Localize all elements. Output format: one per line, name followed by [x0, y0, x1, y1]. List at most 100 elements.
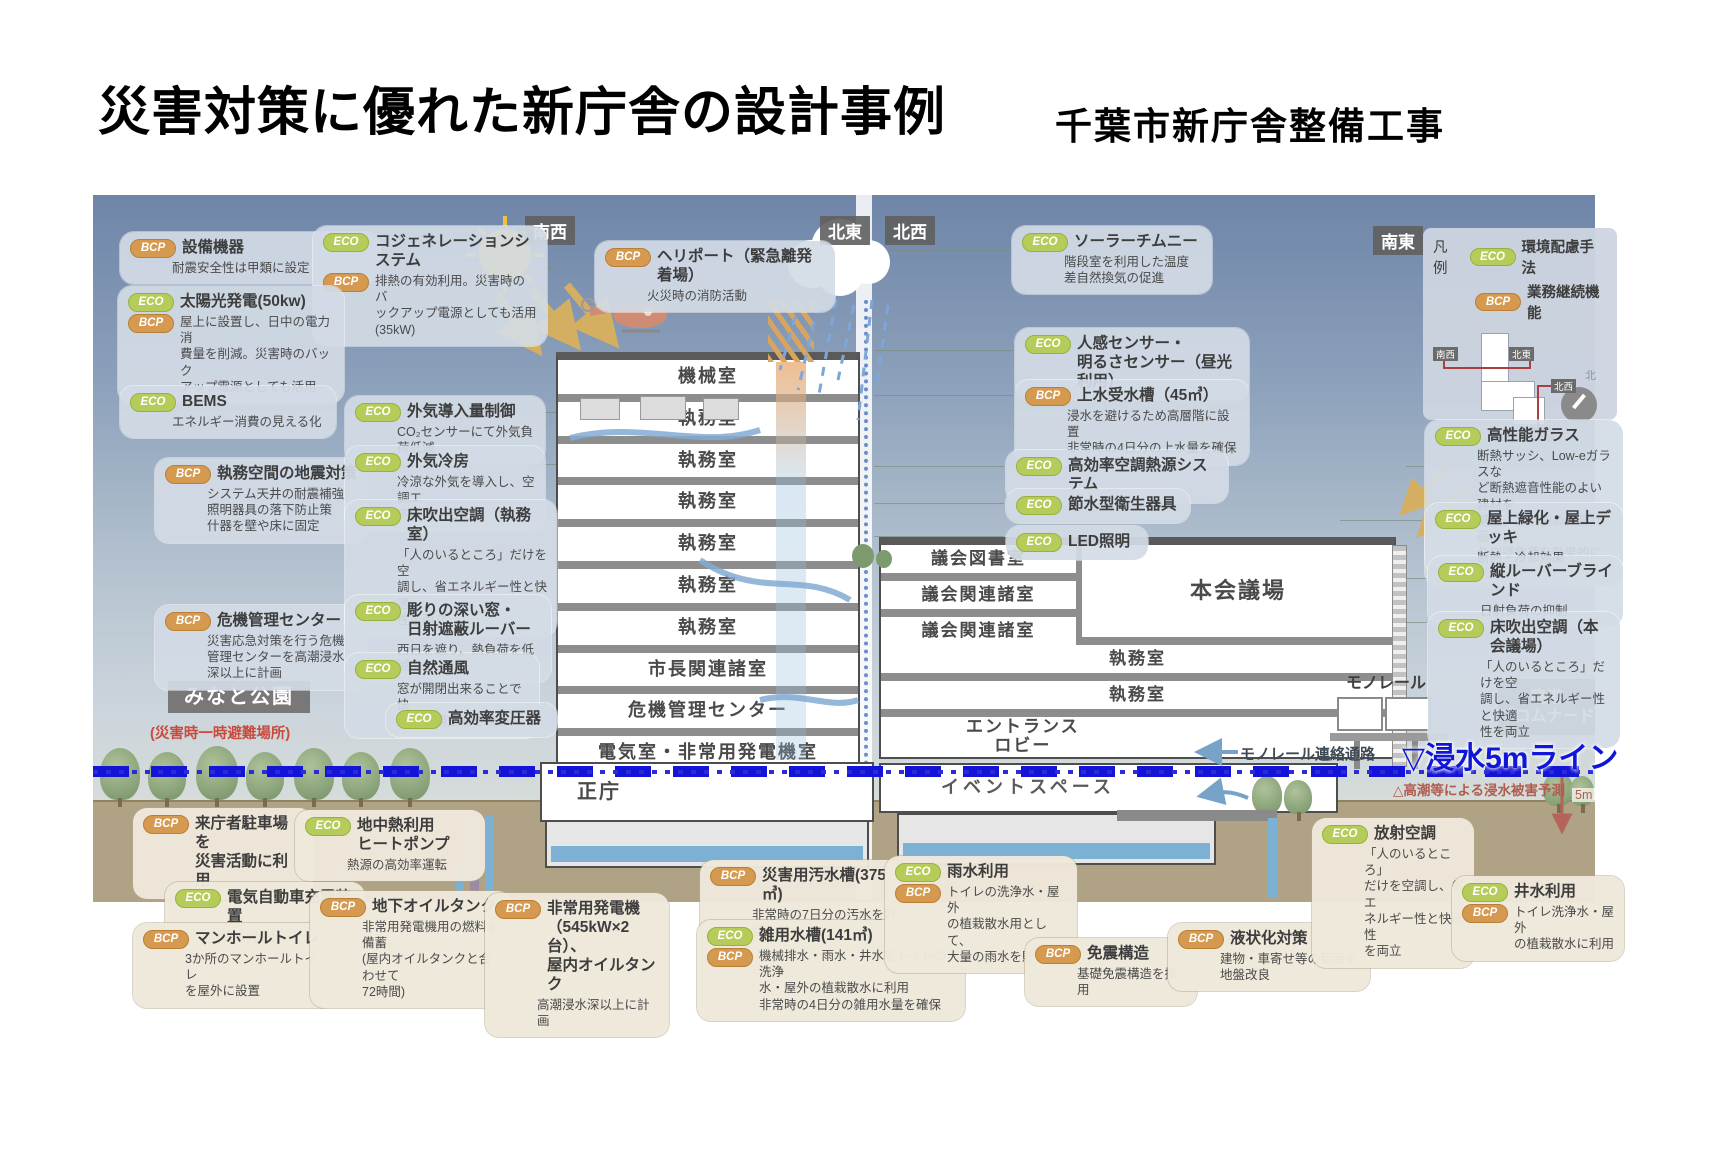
eco-badge: ECO [1469, 247, 1516, 267]
bcp-badge: BCP [895, 883, 941, 903]
annotation-body: 災害応急対策を行う危機 管理センターを高潮浸水 深以上に計画 [207, 633, 345, 681]
rooftop-equipment [640, 396, 686, 420]
eco-badge: ECO [1462, 883, 1508, 902]
annotation-title: 地中熱利用 ヒートポンプ [357, 817, 450, 853]
annotation-body: 「人のいるところ」 だけを空調し、省エ ネルギー性と快適性 を両立 [1364, 846, 1465, 959]
annotation-title: 井水利用 [1514, 883, 1577, 900]
eco-badge: ECO [1435, 510, 1481, 529]
direction-label-northeast: 北東 [820, 216, 870, 245]
right-building-section: 議会図書室議会関連諸室議会関連諸室 本会議場 執務室執務室エントランス ロビー [879, 537, 1396, 759]
eco-badge: ECO [355, 403, 401, 422]
monorail-corridor-label: モノレール連絡通路 [1240, 746, 1376, 763]
annotation-title: BEMS [182, 393, 227, 410]
eco-badge: ECO [707, 927, 753, 946]
eco-badge: ECO [355, 602, 401, 621]
tree-icon [1543, 772, 1573, 813]
floor-label: 電気室・非常用発電機室 [598, 742, 818, 763]
bcp-badge: BCP [143, 815, 189, 834]
eco-badge: ECO [305, 817, 351, 836]
annotation-title: 外気導入量制御 [407, 403, 516, 420]
monorail-label: モノレール [1346, 675, 1427, 692]
annotation-body: 排熱の有効利用。災害時のバ ックアップ電源としても活用 (35kW) [375, 273, 537, 337]
connector-line [874, 466, 1004, 467]
flood-line-label: ▽浸水5mライン [1402, 742, 1619, 775]
compass-icon [1561, 387, 1597, 423]
floor-label: 執務室 [678, 533, 738, 554]
annotation-body: トイレ洗浄水・屋外 の植栽散水に利用 [1514, 904, 1615, 952]
annotation-title: 自然通風 [407, 660, 470, 677]
connector-line [874, 250, 1010, 251]
atrium-shaft [776, 362, 806, 760]
eco-badge: ECO [1025, 335, 1071, 354]
eco-badge: ECO [1438, 619, 1484, 638]
floor-label: 議会関連諸室 [921, 620, 1036, 640]
minimap-label-sw: 南西 [1433, 347, 1459, 361]
annotation-title: 執務空間の地震対策 [217, 465, 357, 482]
floor-label: 執務室 [678, 616, 738, 637]
annotation-title: ソーラーチムニー [1074, 233, 1198, 250]
monorail-car [1337, 697, 1383, 731]
floor-row: 執務室 [558, 485, 858, 528]
eco-badge: ECO [128, 293, 174, 312]
floor-label: 執務室 [678, 449, 738, 470]
legend: 凡例 ECO 環境配慮手法 BCP 業務継続機能 南西 北東 北西 南東 北 [1423, 228, 1617, 441]
bcp-badge: BCP [165, 612, 211, 631]
annotation-title: 彫りの深い窓・ 日射遮蔽ルーバー [407, 602, 531, 638]
annotation-title: 来庁者駐車場を 災害活動に利用 [195, 815, 289, 889]
annotation-body: トイレの洗浄水・屋外 の植栽散水用として、 大量の雨水を貯留 [947, 884, 1060, 964]
bcp-badge: BCP [165, 465, 211, 484]
floor-label: 正庁 [577, 781, 621, 803]
annotation-title: 地下オイルタンク [372, 898, 497, 915]
rooftop-equipment [580, 398, 620, 420]
bcp-badge: BCP [1035, 945, 1081, 964]
floor-label: 本会議場 [1189, 577, 1286, 603]
direction-label-northwest: 北西 [885, 216, 935, 245]
eco-badge: ECO [355, 453, 401, 472]
floor-label: 危機管理センター [628, 700, 788, 721]
evacuation-site-note: (災害時一時避難場所) [150, 726, 291, 742]
bcp-badge: BCP [130, 239, 176, 258]
monorail-platform [1330, 733, 1448, 741]
north-label: 北 [1585, 370, 1596, 382]
eco-badge: ECO [175, 889, 221, 908]
floor-row: 議会関連諸室 [881, 581, 1076, 617]
floor-row: 危機管理センター [558, 694, 858, 737]
connector-line [874, 350, 1013, 351]
monorail-car [1385, 697, 1431, 731]
annotation-body: 熱源の高効率運転 [347, 857, 448, 872]
connector-line [874, 536, 1004, 537]
annotation-title: コジェネレーションシステム [375, 233, 530, 269]
annotation-title: 災害用汚水槽(375㎥) [762, 867, 887, 903]
eco-badge: ECO [396, 710, 442, 729]
annotation-title: 床吹出空調（本会議場） [1490, 619, 1599, 655]
annotation-title: 太陽光発電(50kw) [180, 293, 306, 310]
bcp-badge: BCP [1178, 930, 1224, 949]
basement-water [551, 846, 863, 862]
bcp-badge: BCP [1025, 387, 1071, 406]
annotation-body: 火災時の消防活動 [647, 288, 748, 303]
eco-badge: ECO [355, 660, 401, 679]
annotation-a11: ECO自然通風窓が開閉出来ることで快 適な執務空間を確保 [345, 653, 539, 738]
annotation-body: 屋上に設置し、日中の電力消 費量を削減。災害時のバック アップ電源としても活用 [180, 314, 331, 394]
tree-icon [1252, 776, 1282, 821]
bcp-badge: BCP [1475, 292, 1521, 312]
flood-dotted-line [93, 770, 1595, 774]
assembly-hall: 本会議場 [1076, 545, 1394, 645]
floor-row: 市長関連諸室 [558, 652, 858, 695]
annotation-title: ヘリポート（緊急離発着場） [657, 248, 813, 284]
left-building-section: 機械室執務室執務室執務室執務室執務室執務室市長関連諸室危機管理センター電気室・非… [556, 352, 860, 772]
page-subtitle: 千葉市新庁舎整備工事 [1055, 106, 1445, 147]
annotation-title: 放射空調 [1374, 825, 1437, 842]
annotation-body: エネルギー消費の見える化 [172, 414, 322, 429]
